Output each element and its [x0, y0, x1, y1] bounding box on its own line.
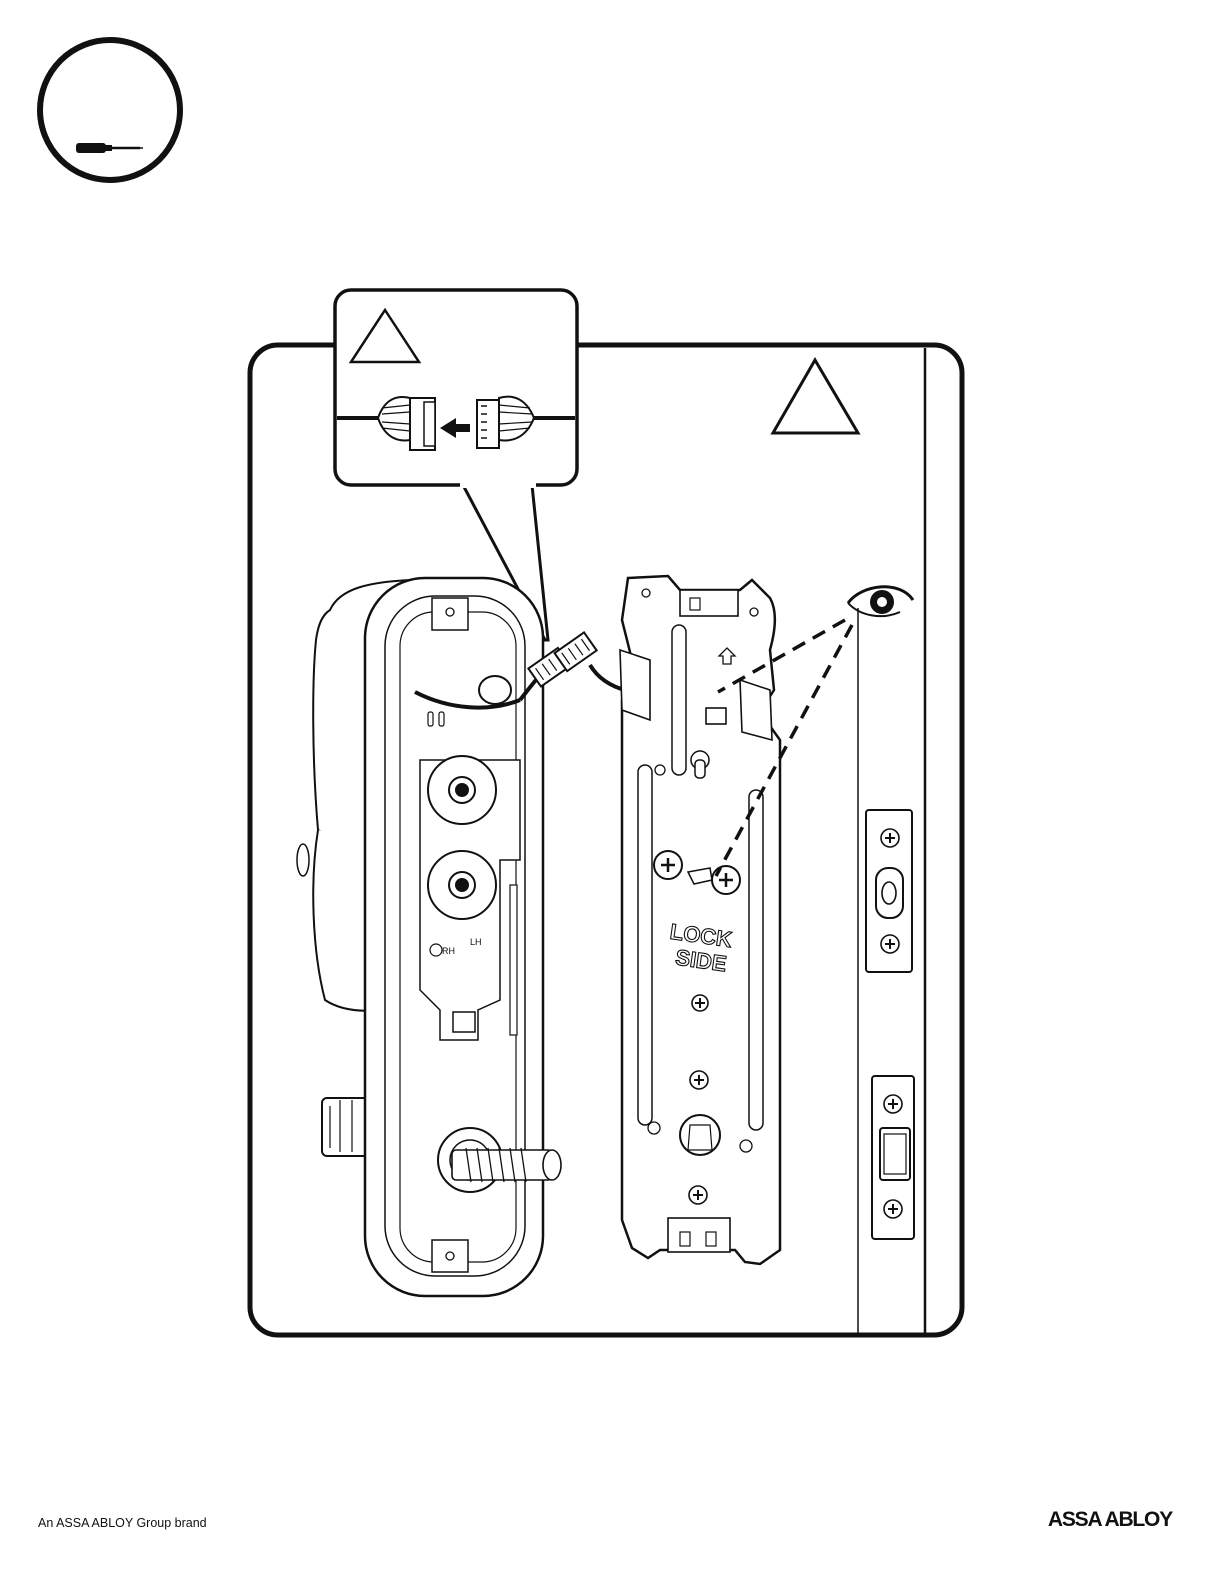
tool-badge [40, 40, 180, 180]
screw-bottom [689, 1186, 707, 1204]
screw-center [692, 995, 708, 1011]
strike-plate-upper [866, 810, 912, 972]
strike-plate-lower [872, 1076, 914, 1239]
assa-abloy-logo: ASSA ABLOY [1048, 1508, 1172, 1532]
rh-mark: RH [442, 946, 455, 956]
screw-top-right [712, 866, 740, 894]
footer-brand-text: An ASSA ABLOY Group brand [38, 1516, 207, 1530]
mounting-plate: LOCK SIDE [620, 576, 780, 1264]
screw-lower [690, 1071, 708, 1089]
screw-top-left [654, 851, 682, 879]
lh-mark: LH [470, 937, 482, 947]
